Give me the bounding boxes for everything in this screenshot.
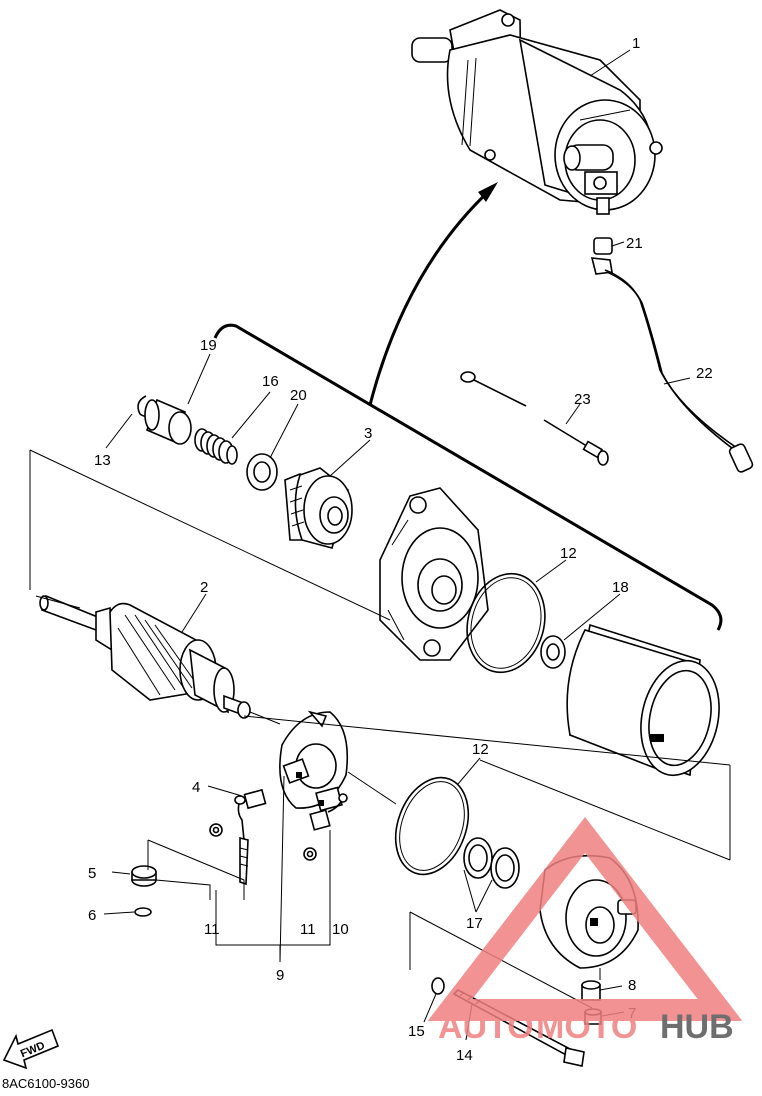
part-1-starter-motor (411, 9, 663, 215)
callout-15: 15 (408, 1023, 425, 1040)
part-22-lead-wire (604, 269, 754, 473)
callout-10: 10 (332, 921, 349, 938)
callout-3: 3 (364, 425, 372, 442)
callout-8: 8 (628, 977, 636, 994)
callout-1: 1 (632, 35, 640, 52)
part-8-nut (581, 980, 601, 1001)
callout-16: 16 (262, 373, 279, 390)
part-4-brush (234, 788, 267, 886)
callout-20: 20 (290, 387, 307, 404)
callout-11-left: 11 (204, 921, 220, 938)
part-21-nut (590, 237, 613, 275)
leader-lines (103, 49, 691, 1041)
part-11-washer-left (209, 823, 223, 837)
assembly-arrow-head (478, 182, 498, 202)
yoke-housing (566, 623, 720, 777)
callout-13: 13 (94, 452, 111, 469)
part-12-o-ring-upper (466, 572, 546, 674)
front-cover (379, 487, 489, 661)
watermark-hub: HUB (660, 1008, 734, 1046)
callout-4: 4 (192, 779, 200, 796)
part-11-washer-right (303, 847, 317, 861)
part-9-brush-holder (279, 710, 349, 812)
callout-11-right: 11 (300, 921, 316, 938)
alignment-lines (29, 449, 731, 1009)
callout-5: 5 (88, 865, 96, 882)
part-10-brush (309, 793, 348, 831)
watermark-triangle (427, 816, 743, 1021)
part-18-washer (540, 635, 566, 669)
callout-2: 2 (200, 579, 208, 596)
part-16-spring (194, 428, 238, 465)
part-23-wire (460, 371, 609, 466)
callout-18: 18 (612, 579, 629, 596)
part-15-o-ring (431, 977, 445, 995)
callout-14: 14 (456, 1047, 473, 1064)
part-6-o-ring (134, 907, 152, 917)
callout-19: 19 (200, 337, 217, 354)
part-3-pinion-clutch (284, 467, 353, 549)
part-5-cap (131, 865, 157, 887)
group-bracket (213, 323, 723, 631)
callout-21: 21 (626, 235, 643, 252)
watermark-moto: MOTO (536, 1008, 637, 1046)
part-12-o-ring-lower (394, 776, 470, 876)
callout-12-upper: 12 (560, 545, 577, 562)
diagram-code: 8AC6100-9360 (2, 1076, 89, 1091)
part-19-collar (144, 398, 192, 445)
part-2-armature (39, 594, 251, 719)
assembly-arrow (368, 188, 492, 406)
callout-17: 17 (466, 915, 483, 932)
callout-23: 23 (574, 391, 591, 408)
callout-12-lower: 12 (472, 741, 489, 758)
watermark-logo: AUTO MOTO HUB (427, 816, 743, 1046)
callout-9: 9 (276, 967, 284, 984)
part-20-washer (246, 453, 278, 491)
part-17-washers (463, 837, 520, 889)
callout-6: 6 (88, 907, 96, 924)
fwd-arrow: FWD (2, 1028, 60, 1070)
callout-22: 22 (696, 365, 713, 382)
watermark-auto: AUTO (438, 1008, 534, 1046)
